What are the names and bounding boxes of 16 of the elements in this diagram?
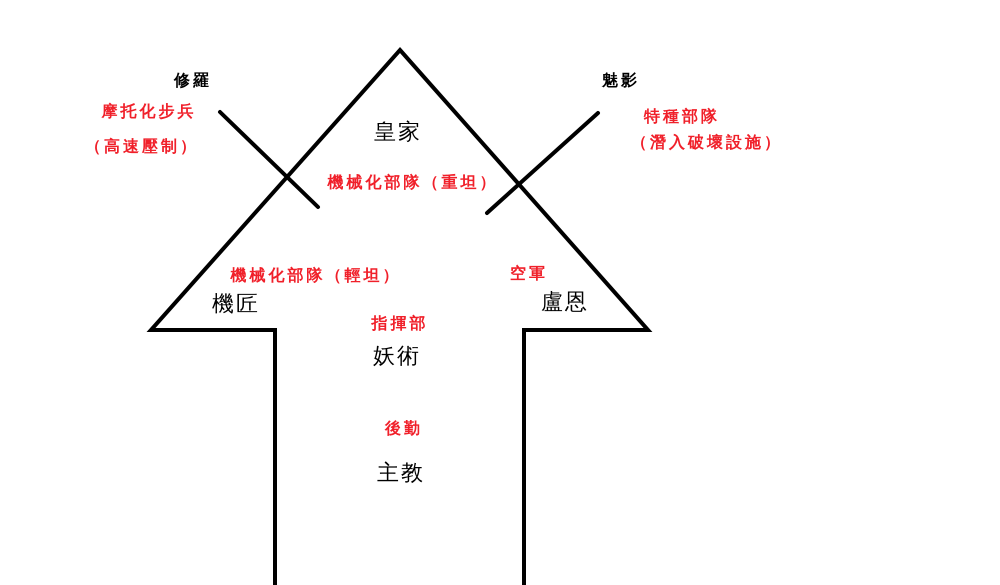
faction-name: 皇家 xyxy=(374,120,422,146)
unit-role-label: 機械化部隊（重坦） xyxy=(328,172,498,192)
unit-role-label: （高速壓制） xyxy=(85,136,199,156)
faction-name: 機匠 xyxy=(212,292,260,318)
unit-role-label: 特種部隊 xyxy=(644,106,720,126)
unit-role-label: 摩托化步兵 xyxy=(102,101,196,121)
unit-role-label: 指揮部 xyxy=(372,313,428,333)
unit-role-label: 後勤 xyxy=(385,418,423,438)
faction-name: 妖術 xyxy=(373,344,421,370)
unit-role-label: 空軍 xyxy=(510,263,548,283)
unit-role-label: （潛入破壞設施） xyxy=(631,132,783,152)
faction-name: 盧恩 xyxy=(541,290,589,316)
unit-role-label: 機械化部隊（輕坦） xyxy=(230,265,402,285)
faction-name: 修羅 xyxy=(174,70,212,90)
faction-name: 主教 xyxy=(377,460,425,488)
faction-name: 魅影 xyxy=(602,70,640,90)
